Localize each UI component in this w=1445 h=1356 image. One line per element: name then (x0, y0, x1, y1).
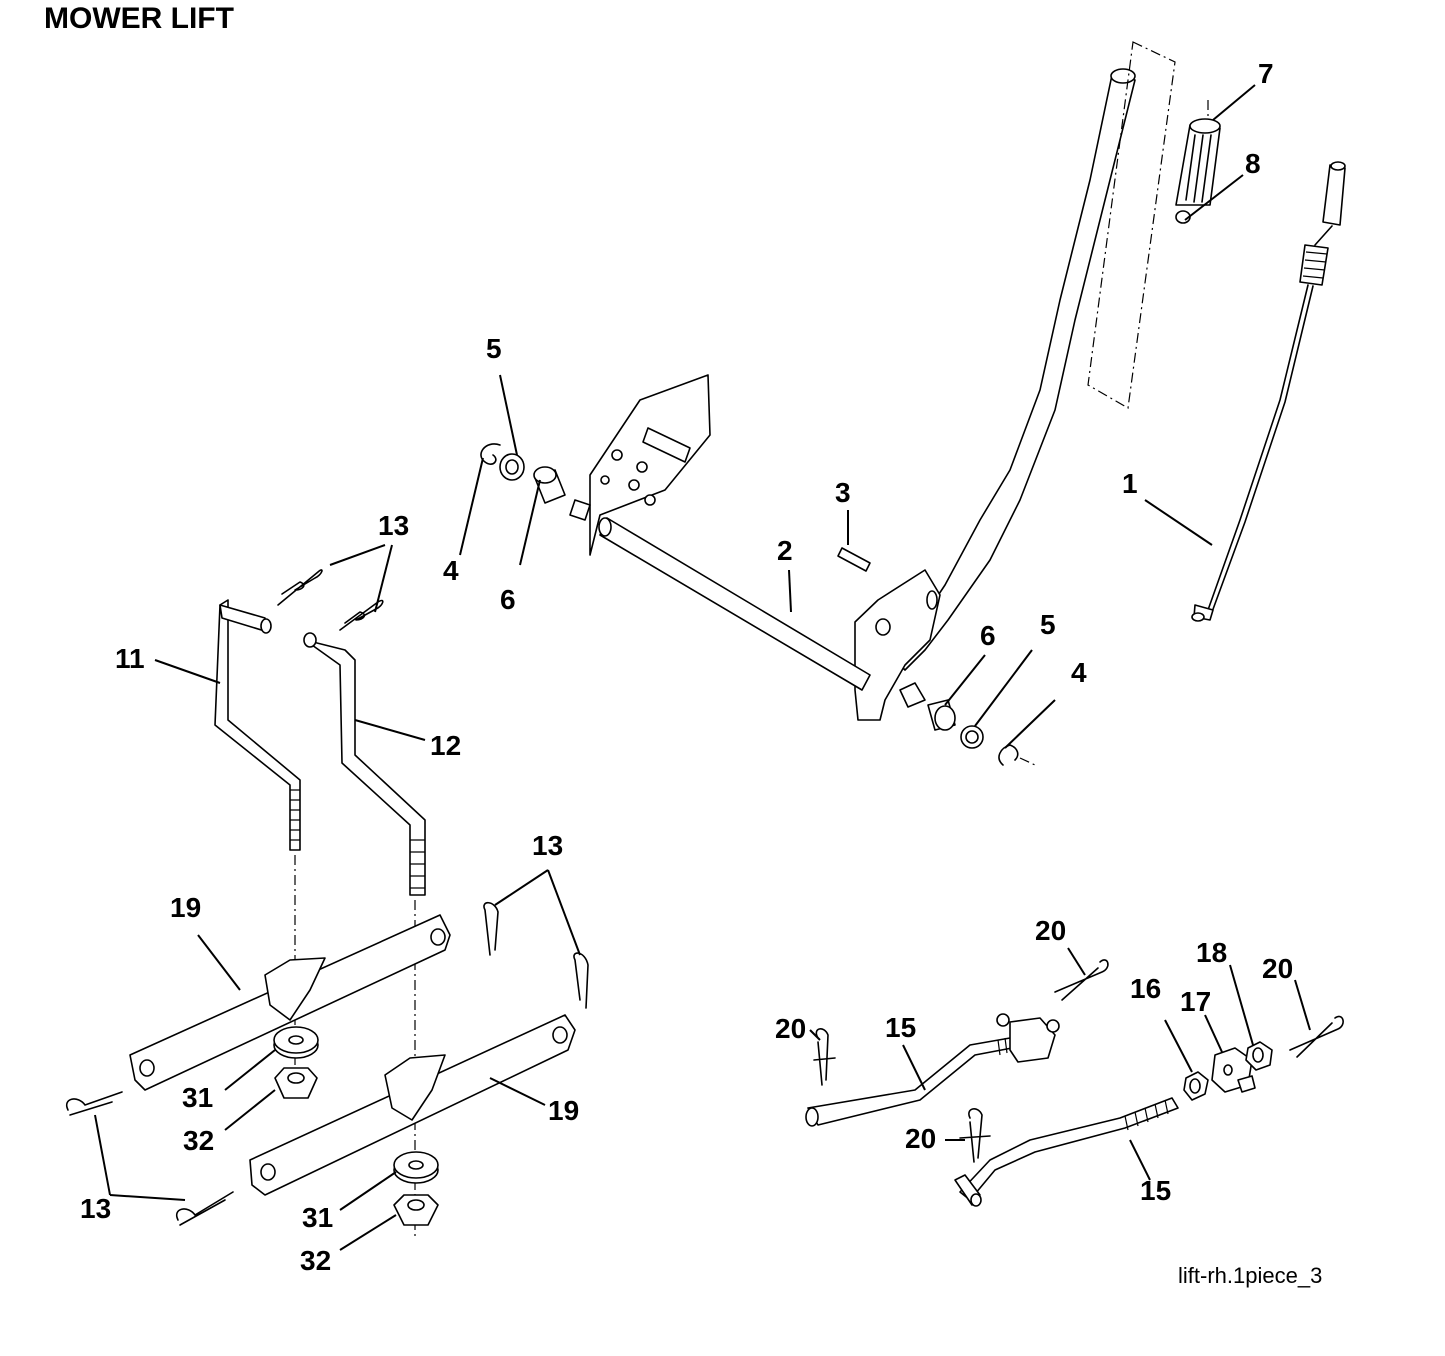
callout-4-right: 4 (1071, 657, 1087, 688)
nut-lower (393, 1194, 439, 1226)
lift-cable (1191, 161, 1346, 622)
figure-reference: lift-rh.1piece_3 (1178, 1263, 1322, 1288)
callout-5-right: 5 (1040, 609, 1056, 640)
lock-nut (1245, 1041, 1273, 1071)
clip-20-c (959, 1108, 991, 1163)
callout-31-lower: 31 (302, 1202, 333, 1233)
callout-3: 3 (835, 477, 851, 508)
spacer-upper (273, 1026, 319, 1059)
mounting-bracket (589, 374, 711, 556)
callout-12: 12 (430, 730, 461, 761)
callout-15-lower: 15 (1140, 1175, 1171, 1206)
roll-pin (837, 547, 871, 572)
callout-32-lower: 32 (300, 1245, 331, 1276)
callout-labels: 1 2 3 4 4 5 5 6 6 7 8 11 12 13 13 13 15 … (80, 58, 1293, 1276)
clip-20-b (1054, 959, 1109, 1001)
clip-20-a (813, 1028, 836, 1086)
callout-1: 1 (1122, 468, 1138, 499)
lift-handle (854, 68, 1136, 721)
callout-4-left: 4 (443, 555, 459, 586)
callout-6-left: 6 (500, 584, 516, 615)
callout-32-upper: 32 (183, 1125, 214, 1156)
trunnion-block (1211, 1047, 1256, 1093)
hairpin-clip-right (998, 744, 1036, 766)
lift-shaft (569, 499, 871, 691)
hair-pin-arm-1 (483, 901, 499, 956)
callout-31-upper: 31 (182, 1082, 213, 1113)
lift-link-rod-11 (214, 599, 301, 851)
callout-20-right: 20 (1262, 953, 1293, 984)
callout-13-right: 13 (532, 830, 563, 861)
callout-5-left: 5 (486, 333, 502, 364)
callout-11: 11 (115, 643, 145, 674)
callout-17: 17 (1180, 986, 1211, 1017)
hair-pin-lower-left-1 (65, 1091, 123, 1116)
leader-lines (94, 84, 1311, 1251)
adjustment-rod-lower (954, 1097, 1179, 1207)
callout-8: 8 (1245, 148, 1261, 179)
hair-pin-upper-1 (277, 569, 323, 606)
callout-19-lower: 19 (548, 1095, 579, 1126)
handle-grip (1175, 100, 1221, 206)
washer-right (960, 725, 984, 749)
bushing-left (533, 466, 566, 504)
adjustment-rod-upper (805, 1013, 1060, 1127)
lift-link-rod-12 (303, 632, 426, 896)
lift-arm-lower (249, 1014, 576, 1196)
callout-13-lower: 13 (80, 1193, 111, 1224)
grip-phantom-outline (1087, 41, 1176, 409)
callout-19-upper: 19 (170, 892, 201, 923)
callout-6-right: 6 (980, 620, 996, 651)
hex-nut (1183, 1071, 1209, 1101)
hair-pin-arm-2 (573, 952, 589, 1009)
callout-20-left: 20 (775, 1013, 806, 1044)
callout-2: 2 (777, 535, 793, 566)
clip-20-d (1289, 1015, 1344, 1058)
callout-18: 18 (1196, 937, 1227, 968)
callout-13-upper: 13 (378, 510, 409, 541)
callout-7: 7 (1258, 58, 1274, 89)
callout-20-middle: 20 (905, 1123, 936, 1154)
lift-arm-upper (129, 914, 451, 1091)
diagram-title: MOWER LIFT (44, 2, 234, 35)
callout-20-top: 20 (1035, 915, 1066, 946)
callout-16: 16 (1130, 973, 1161, 1004)
hairpin-clip-left (480, 443, 501, 465)
hair-pin-lower-left-2 (175, 1191, 234, 1226)
washer-left (499, 453, 525, 481)
nut-upper (274, 1067, 318, 1099)
spacer-lower (393, 1151, 439, 1184)
callout-15-upper: 15 (885, 1012, 916, 1043)
bushing-right (899, 682, 956, 731)
hair-pin-upper-2 (339, 599, 384, 631)
